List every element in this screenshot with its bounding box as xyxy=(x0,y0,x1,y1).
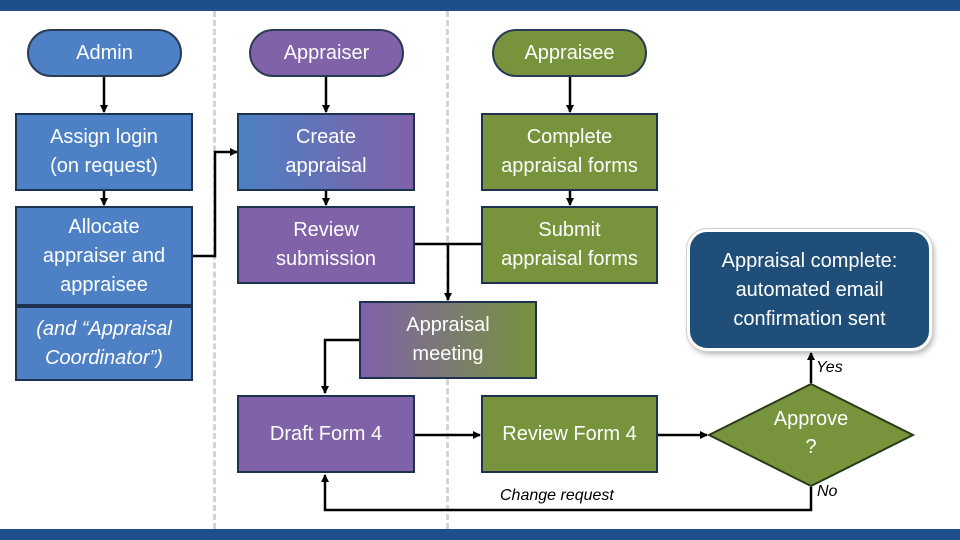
edge-label-no: No xyxy=(817,483,838,500)
approve-decision-diamond xyxy=(706,382,916,488)
step-review-submission: Review submission xyxy=(237,206,415,284)
step-create-appraisal: Create appraisal xyxy=(237,113,415,191)
lane-divider xyxy=(213,11,216,529)
lane-header-appraiser: Appraiser xyxy=(249,29,404,77)
step-allocate: Allocate appraiser and appraisee xyxy=(15,206,193,306)
arrow-allocate-to-create xyxy=(193,148,238,258)
arrow-approve-no xyxy=(321,474,813,512)
step-review-form: Review Form 4 xyxy=(481,395,658,473)
connector-review-to-meeting xyxy=(415,242,452,301)
lane-header-admin: Admin xyxy=(27,29,182,77)
step-draft-form: Draft Form 4 xyxy=(237,395,415,473)
step-complete-forms: Complete appraisal forms xyxy=(481,113,658,191)
edge-label-yes: Yes xyxy=(816,359,843,376)
edge-label-change-request: Change request xyxy=(500,487,614,504)
step-appraisal-meeting: Appraisal meeting xyxy=(359,301,537,379)
top-bar xyxy=(0,0,960,11)
approve-decision-label: Approve ? xyxy=(773,408,849,458)
bottom-bar xyxy=(0,529,960,540)
step-assign-login: Assign login (on request) xyxy=(15,113,193,191)
lane-header-appraisee: Appraisee xyxy=(492,29,647,77)
step-allocate-note: (and “Appraisal Coordinator”) xyxy=(15,306,193,381)
step-submit-forms: Submit appraisal forms xyxy=(481,206,658,284)
step-appraisal-complete: Appraisal complete: automated email conf… xyxy=(687,229,932,351)
arrow-meeting-to-draft xyxy=(321,338,360,394)
